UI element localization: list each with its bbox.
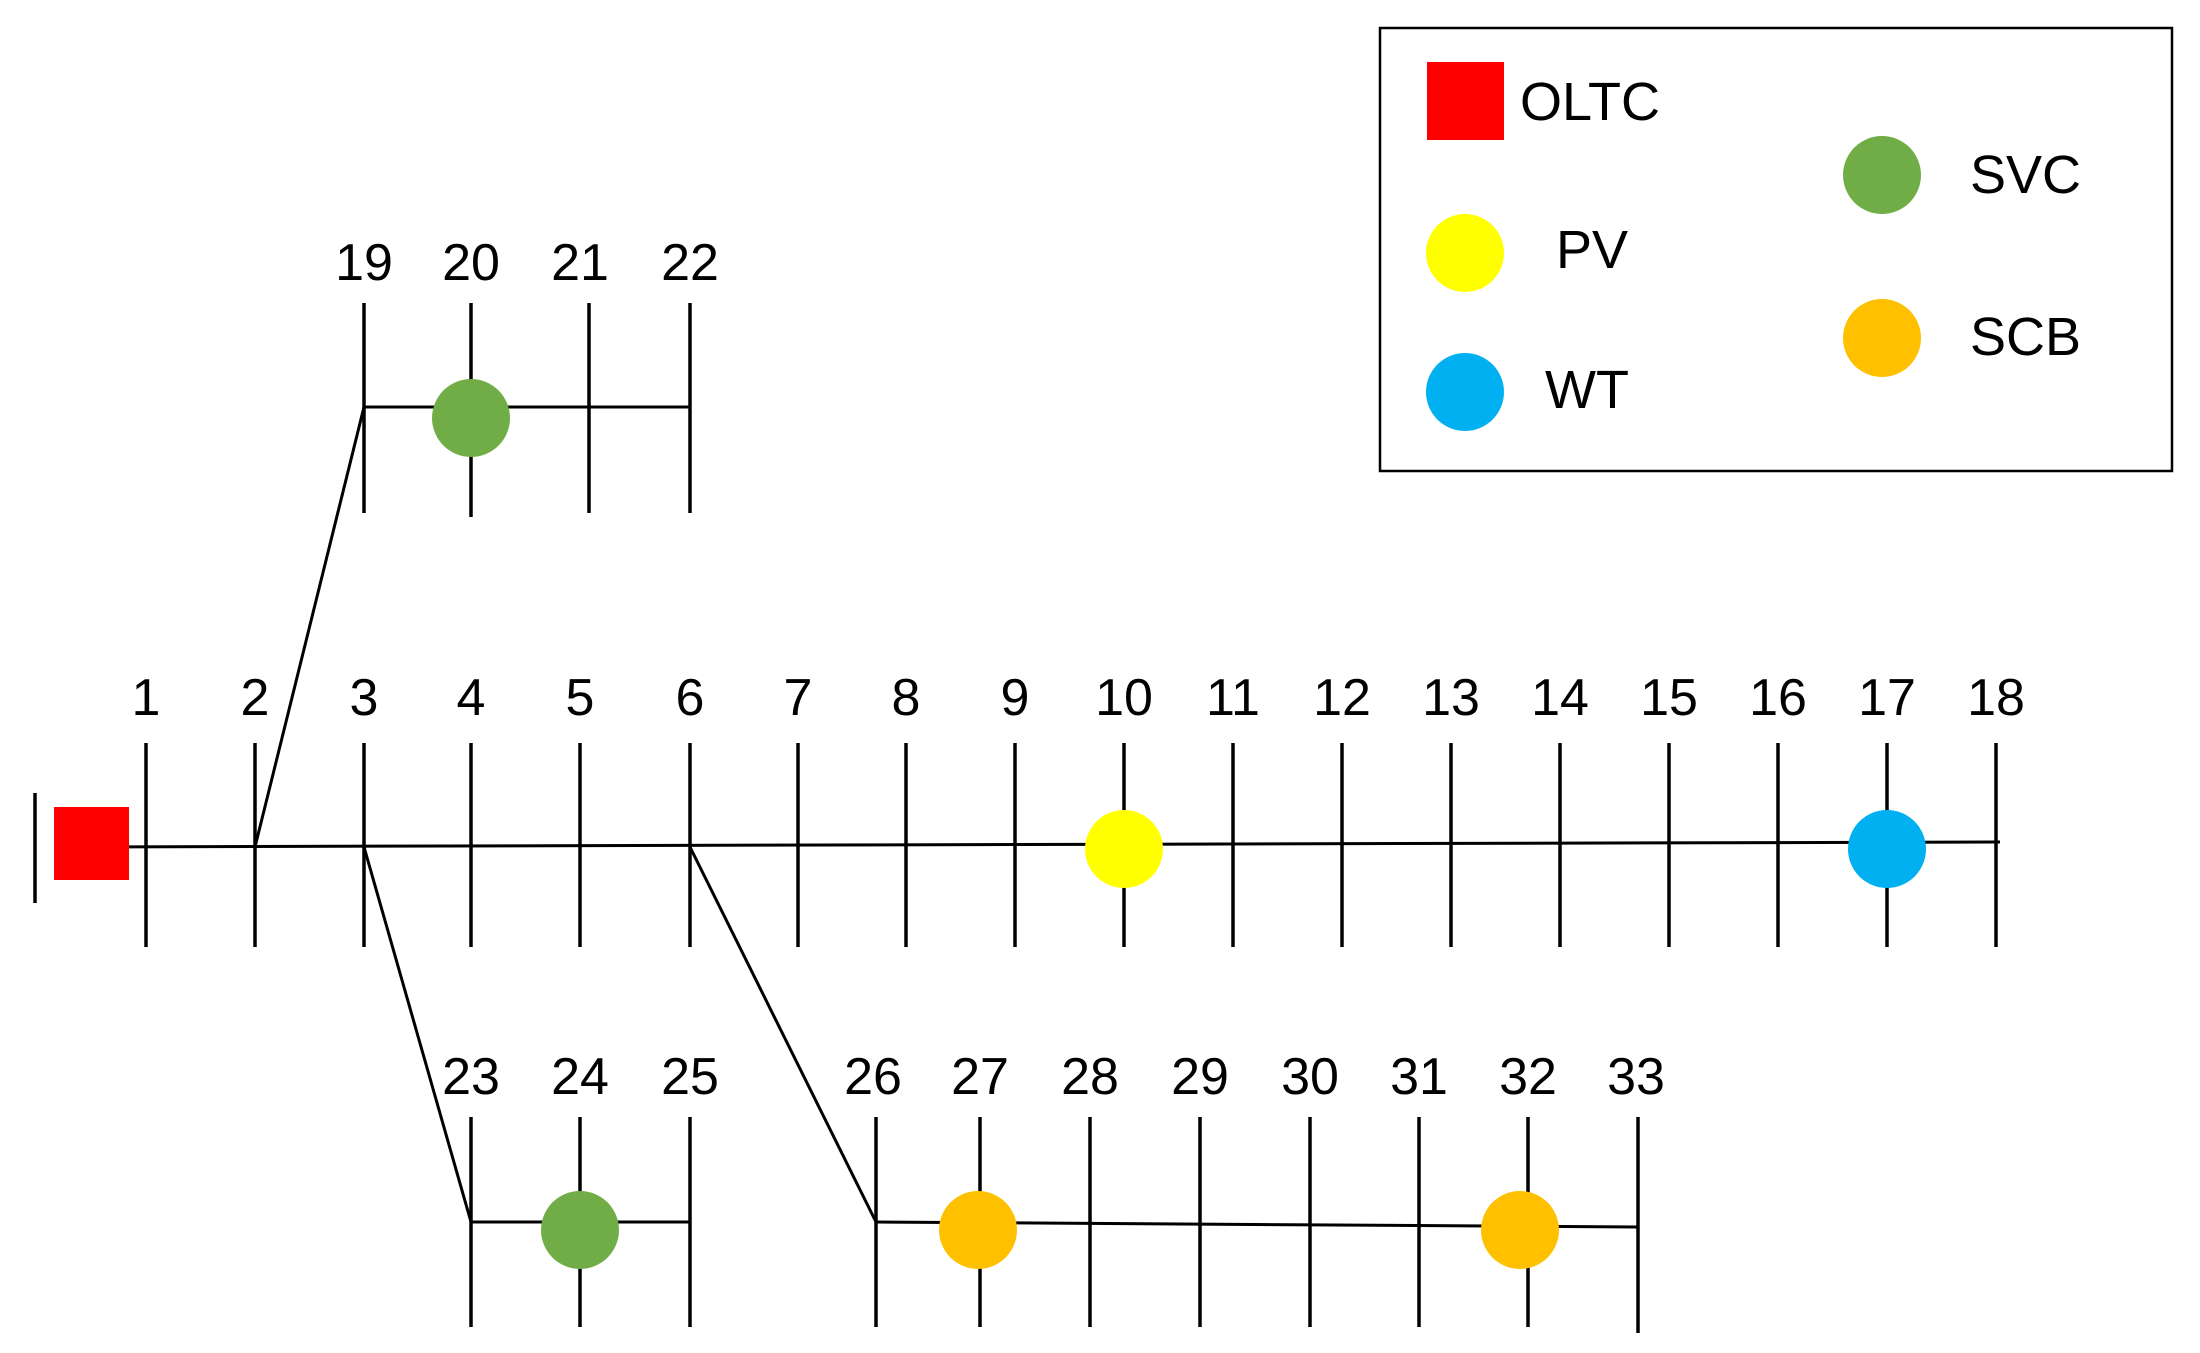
legend-svc-swatch bbox=[1843, 136, 1921, 214]
bus-label-33: 33 bbox=[1607, 1048, 1665, 1106]
bus-label-11: 11 bbox=[1206, 669, 1260, 727]
legend: OLTC PV WT SVC SCB bbox=[1378, 26, 2174, 473]
bus-label-24: 24 bbox=[551, 1048, 609, 1106]
bus-label-8: 8 bbox=[892, 669, 921, 727]
bus-label-30: 30 bbox=[1281, 1048, 1339, 1106]
legend-pv-label: PV bbox=[1556, 220, 1628, 280]
main-feeder-line bbox=[54, 840, 2001, 849]
bus-label-17: 17 bbox=[1858, 669, 1916, 727]
bus-label-19: 19 bbox=[335, 234, 393, 292]
bus-label-18: 18 bbox=[1967, 669, 2025, 727]
bus-label-14: 14 bbox=[1531, 669, 1589, 727]
bus-label-15: 15 bbox=[1640, 669, 1698, 727]
bus-label-16: 16 bbox=[1749, 669, 1807, 727]
bus-label-32: 32 bbox=[1499, 1048, 1557, 1106]
bus-label-7: 7 bbox=[784, 669, 813, 727]
legend-frame bbox=[1378, 26, 2174, 473]
bus-label-10: 10 bbox=[1095, 669, 1153, 727]
svc-marker-bus-24 bbox=[541, 1191, 619, 1269]
bus-label-25: 25 bbox=[661, 1048, 719, 1106]
bus-label-13: 13 bbox=[1422, 669, 1480, 727]
feeder-lines bbox=[54, 405, 2001, 1229]
legend-wt-label: WT bbox=[1545, 360, 1629, 420]
link-3-23-line bbox=[362, 846, 473, 1223]
scb-marker-bus-32 bbox=[1481, 1191, 1559, 1269]
bus-label-22: 22 bbox=[661, 234, 719, 292]
bus-label-1: 1 bbox=[132, 669, 161, 727]
legend-svc-label: SVC bbox=[1970, 145, 2081, 205]
bus-label-4: 4 bbox=[457, 669, 486, 727]
bus-label-23: 23 bbox=[442, 1048, 500, 1106]
bus-label-12: 12 bbox=[1313, 669, 1371, 727]
legend-oltc-label: OLTC bbox=[1520, 72, 1660, 132]
bus-label-20: 20 bbox=[442, 234, 500, 292]
bus-label-29: 29 bbox=[1171, 1048, 1229, 1106]
bus-label-28: 28 bbox=[1061, 1048, 1119, 1106]
link-6-26-line bbox=[688, 846, 878, 1223]
bus-labels: 1 2 3 4 5 6 7 8 9 10 11 12 13 14 15 16 1… bbox=[132, 234, 2025, 1106]
legend-wt-swatch bbox=[1426, 353, 1504, 431]
bus-label-27: 27 bbox=[951, 1048, 1009, 1106]
bus-label-31: 31 bbox=[1390, 1048, 1448, 1106]
scb-marker-bus-27 bbox=[939, 1191, 1017, 1269]
link-2-19-line bbox=[253, 406, 366, 848]
bus-label-3: 3 bbox=[350, 669, 379, 727]
legend-pv-swatch bbox=[1426, 214, 1504, 292]
devices bbox=[54, 379, 1926, 1269]
bus-label-6: 6 bbox=[676, 669, 705, 727]
bus-label-2: 2 bbox=[241, 669, 270, 727]
legend-scb-swatch bbox=[1843, 299, 1921, 377]
wt-marker-bus-17 bbox=[1848, 810, 1926, 888]
svc-marker-bus-20 bbox=[432, 379, 510, 457]
bus-label-26: 26 bbox=[844, 1048, 902, 1106]
bus-label-21: 21 bbox=[551, 234, 609, 292]
legend-scb-label: SCB bbox=[1970, 307, 2081, 367]
oltc-marker bbox=[54, 807, 129, 880]
bus-label-5: 5 bbox=[566, 669, 595, 727]
bus-label-9: 9 bbox=[1001, 669, 1030, 727]
legend-oltc-swatch bbox=[1427, 62, 1504, 140]
pv-marker-bus-10 bbox=[1085, 810, 1163, 888]
